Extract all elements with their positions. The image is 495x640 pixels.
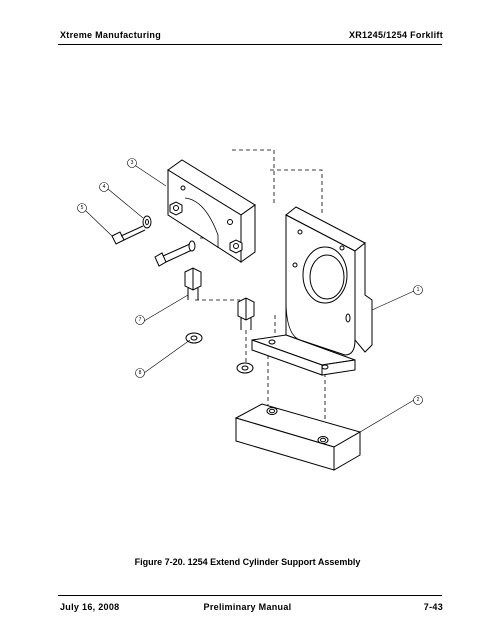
bolt xyxy=(111,225,146,245)
lock-washer xyxy=(185,332,254,374)
header-model: XR1245/1254 Forklift xyxy=(348,30,443,40)
callout-8: 8 xyxy=(135,368,145,378)
cap-screw xyxy=(184,267,202,300)
wear-pad xyxy=(234,403,362,471)
bolt xyxy=(154,240,196,267)
cap-screw xyxy=(237,297,255,330)
svg-text:2: 2 xyxy=(417,397,420,403)
header-company: Xtreme Manufacturing xyxy=(60,30,162,40)
callout-3: 3 xyxy=(127,158,137,168)
callout-1: 1 xyxy=(413,285,423,295)
svg-text:8: 8 xyxy=(139,370,142,376)
page-number: 7-43 xyxy=(423,602,443,612)
svg-text:4: 4 xyxy=(103,184,106,190)
footer-title: Preliminary Manual xyxy=(203,602,292,612)
footer-date: July 16, 2008 xyxy=(60,602,120,612)
clamp-block xyxy=(167,159,256,263)
washer xyxy=(142,215,152,229)
mounting-bracket xyxy=(251,206,373,376)
callout-7: 7 xyxy=(135,315,145,325)
nut xyxy=(169,201,243,254)
svg-text:7: 7 xyxy=(139,317,142,323)
callout-5: 5 xyxy=(77,203,87,213)
svg-text:1: 1 xyxy=(417,287,420,293)
callout-2: 2 xyxy=(413,395,423,405)
figure-caption: Figure 7-20. 1254 Extend Cylinder Suppor… xyxy=(134,557,361,567)
header-rule xyxy=(58,44,442,45)
svg-text:5: 5 xyxy=(81,205,84,211)
footer-rule xyxy=(58,595,442,596)
svg-text:3: 3 xyxy=(131,160,134,166)
leader-lines xyxy=(85,165,415,436)
callout-4: 4 xyxy=(99,182,109,192)
